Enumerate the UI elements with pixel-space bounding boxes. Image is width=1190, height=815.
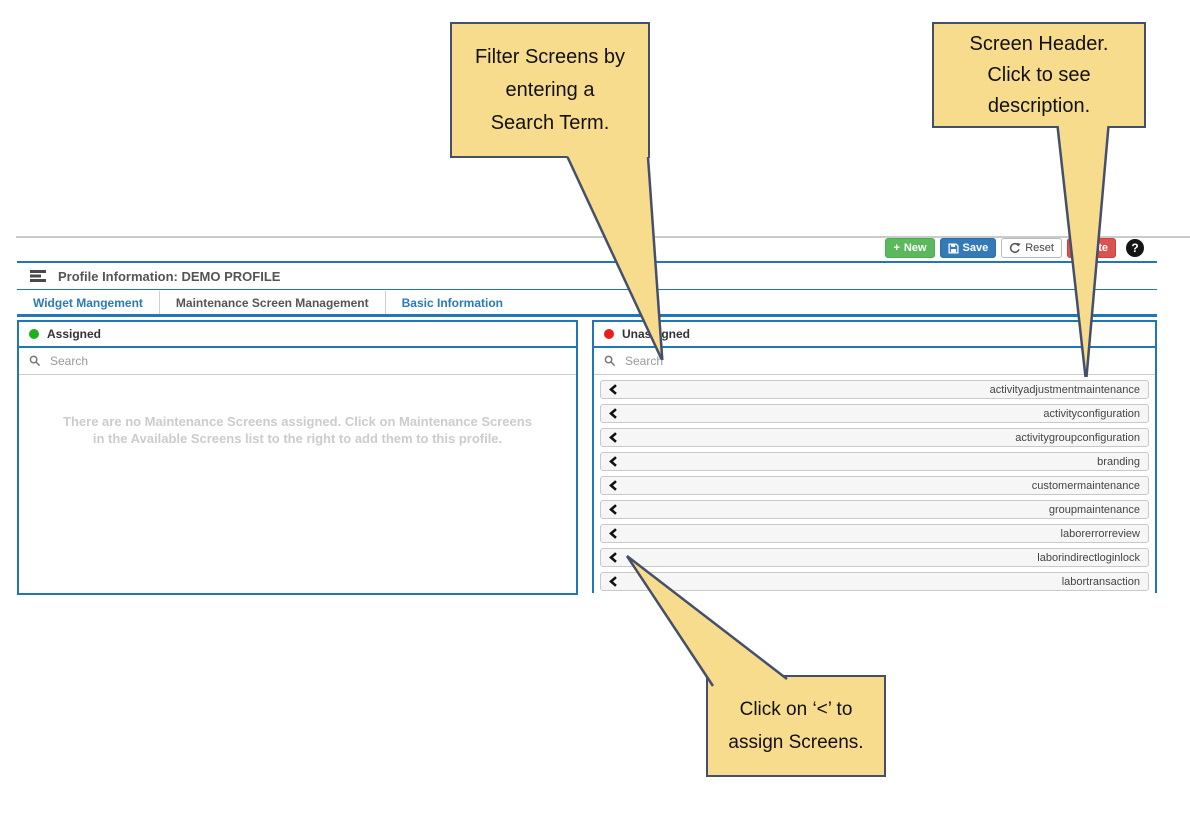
assign-left-chevron-icon[interactable]: [609, 528, 617, 539]
assigned-panel-header: Assigned: [19, 322, 576, 348]
assigned-panel-title: Assigned: [47, 327, 102, 341]
assign-left-chevron-icon[interactable]: [609, 504, 617, 515]
unassigned-panel: Unassigned activityadjustmentmaintenance…: [592, 320, 1157, 593]
screen-name: branding: [1097, 455, 1140, 468]
callout-line: Click to see: [987, 63, 1091, 86]
assigned-status-dot-icon: [29, 329, 39, 339]
reset-button[interactable]: Reset: [1001, 238, 1062, 258]
assign-left-chevron-icon[interactable]: [609, 432, 617, 443]
search-icon: [29, 355, 41, 367]
screen-name: groupmaintenance: [1048, 503, 1140, 516]
assign-left-chevron-icon[interactable]: [609, 456, 617, 467]
screen-name: laborerrorreview: [1060, 527, 1140, 540]
screen-name: laborindirectloginlock: [1037, 551, 1140, 564]
callout-line: assign Screens.: [728, 732, 864, 753]
save-button[interactable]: Save: [939, 238, 997, 258]
plus-icon: +: [893, 242, 900, 254]
callout-line: Search Term.: [490, 111, 610, 134]
list-item[interactable]: groupmaintenance: [600, 500, 1149, 519]
help-icon[interactable]: ?: [1126, 239, 1144, 257]
assigned-panel: Assigned There are no Maintenance Screen…: [17, 320, 578, 595]
screen-name: labortransaction: [1061, 575, 1140, 588]
profile-header: Profile Information: DEMO PROFILE: [17, 263, 1157, 290]
delete-button[interactable]: Delete: [1066, 238, 1116, 258]
screen-name: customermaintenance: [1031, 479, 1140, 492]
assigned-empty-message: There are no Maintenance Screens assigne…: [63, 414, 532, 446]
assigned-search-input[interactable]: [48, 353, 566, 369]
assigned-search-row: [19, 348, 576, 375]
unassigned-panel-header: Unassigned: [594, 322, 1155, 348]
tab-basic-information[interactable]: Basic Information: [401, 295, 503, 310]
screen-name: activityadjustmentmaintenance: [989, 383, 1140, 396]
list-item[interactable]: branding: [600, 452, 1149, 471]
assign-left-chevron-icon[interactable]: [609, 576, 617, 587]
list-item[interactable]: activitygroupconfiguration: [600, 428, 1149, 447]
list-item[interactable]: activityadjustmentmaintenance: [600, 380, 1149, 399]
screen-name: activitygroupconfiguration: [1015, 431, 1140, 444]
save-disk-icon: [947, 242, 959, 254]
list-icon: [29, 269, 47, 283]
callout-line: Click on ‘<’ to: [739, 699, 853, 720]
unassigned-screen-list: activityadjustmentmaintenance activityco…: [594, 375, 1155, 596]
new-button[interactable]: + New: [885, 238, 935, 258]
unassigned-panel-title: Unassigned: [622, 327, 691, 341]
page-title: Profile Information: DEMO PROFILE: [58, 268, 281, 284]
unassigned-search-input[interactable]: [623, 353, 1145, 369]
assign-left-chevron-icon[interactable]: [609, 552, 617, 563]
callout-assign-screens: Click on ‘<’ to assign Screens.: [706, 675, 886, 777]
callout-line: Filter Screens by: [474, 45, 626, 68]
callout-filter-screens: Filter Screens by entering a Search Term…: [450, 22, 650, 158]
list-item[interactable]: laborerrorreview: [600, 524, 1149, 543]
callout-line: Screen Header.: [969, 32, 1109, 55]
tab-bar: Widget Mangement Maintenance Screen Mana…: [17, 291, 1157, 317]
assign-left-chevron-icon[interactable]: [609, 384, 617, 395]
unassigned-status-dot-icon: [604, 329, 614, 339]
list-item[interactable]: customermaintenance: [600, 476, 1149, 495]
tab-widget-management[interactable]: Widget Mangement: [17, 291, 160, 314]
search-icon: [604, 355, 616, 367]
list-item[interactable]: activityconfiguration: [600, 404, 1149, 423]
refresh-icon: [1009, 242, 1021, 254]
callout-line: entering a: [505, 78, 595, 101]
unassigned-search-row: [594, 348, 1155, 375]
assign-left-chevron-icon[interactable]: [609, 480, 617, 491]
tab-maintenance-screen-management[interactable]: Maintenance Screen Management: [160, 291, 386, 314]
assign-left-chevron-icon[interactable]: [609, 408, 617, 419]
callout-screen-header: Screen Header. Click to see description.: [932, 22, 1146, 128]
toolbar: + New Save Reset Delete ?: [885, 238, 1144, 258]
list-item[interactable]: labortransaction: [600, 572, 1149, 591]
callout-line: description.: [987, 94, 1091, 117]
list-item[interactable]: laborindirectloginlock: [600, 548, 1149, 567]
screen-name: activityconfiguration: [1043, 407, 1140, 420]
